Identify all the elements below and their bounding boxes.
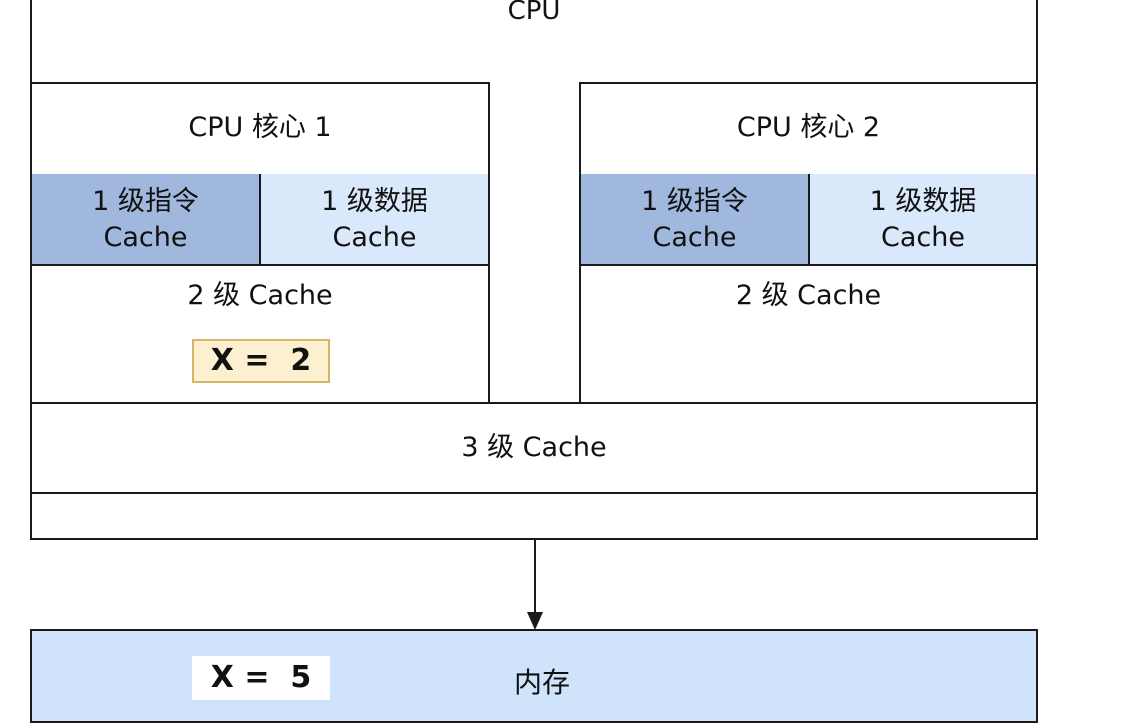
core-2-l1-instruction-cache: 1 级指令 Cache — [581, 174, 810, 266]
core-2-header: CPU 核心 2 — [581, 84, 1036, 176]
cpu-core-1: CPU 核心 1 1 级指令 Cache 1 级数据 Cache 2 级 Cac… — [30, 82, 490, 404]
core-1-l1-data-cache: 1 级数据 Cache — [261, 174, 488, 266]
memory-title: 内存 — [513, 666, 570, 699]
arrow-head-icon — [527, 612, 543, 630]
core-2-title: CPU 核心 2 — [736, 112, 881, 143]
l1-data-label: 1 级数据 — [321, 186, 428, 217]
l1-inst-sublabel: Cache — [652, 222, 737, 253]
l1-data-sublabel: Cache — [881, 222, 965, 253]
l3-cache-title: 3 级 Cache — [461, 432, 607, 463]
cpu-title: CPU — [507, 0, 561, 26]
core-2-l2-cache-title: 2 级 Cache — [735, 280, 882, 311]
core-1-header: CPU 核心 1 — [32, 84, 488, 176]
memory-box: X = 5 内存 — [30, 629, 1038, 723]
l2-variable-badge: X = 2 — [192, 339, 330, 383]
l1-data-label: 1 级数据 — [869, 186, 977, 217]
l1-inst-label: 1 级指令 — [92, 186, 199, 217]
l3-cache: 3 级 Cache — [30, 402, 1038, 494]
core-1-l2-cache-title: 2 级 Cache — [187, 280, 333, 311]
core-2-l1-data-cache: 1 级数据 Cache — [810, 174, 1036, 266]
l1-data-sublabel: Cache — [332, 222, 417, 253]
core-1-title: CPU 核心 1 — [188, 112, 332, 143]
core-1-l1-instruction-cache: 1 级指令 Cache — [32, 174, 261, 266]
l1-inst-label: 1 级指令 — [641, 186, 748, 217]
l1-inst-sublabel: Cache — [103, 222, 188, 253]
memory-variable-badge: X = 5 — [192, 656, 330, 700]
cpu-core-2: CPU 核心 2 1 级指令 Cache 1 级数据 Cache 2 级 Cac… — [579, 82, 1038, 404]
